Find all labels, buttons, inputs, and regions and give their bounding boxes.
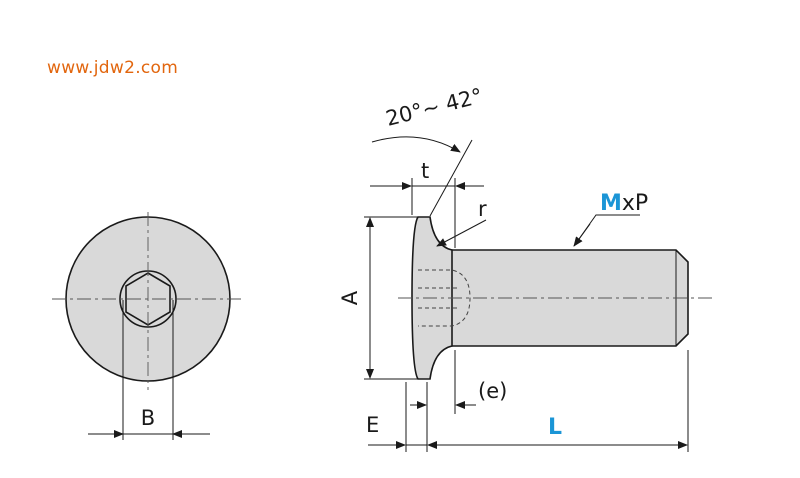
side-view: A t 20°~ 42° r MxP (e) E [338, 84, 716, 452]
label-thread-xp: xP [622, 191, 648, 216]
label-thread: MxP [600, 191, 648, 216]
socket-hidden-outline [418, 269, 471, 327]
label-big-e: E [366, 413, 379, 437]
label-thread-m: M [600, 191, 622, 216]
label-r: r [478, 197, 487, 221]
end-view: B [52, 212, 244, 440]
label-l: L [548, 415, 562, 440]
label-t: t [421, 159, 429, 183]
label-e: (e) [478, 379, 507, 403]
label-b: B [141, 406, 155, 430]
r-leader [436, 219, 487, 247]
watermark-url: www.jdw2.com [47, 58, 179, 78]
label-angle: 20°~ 42° [383, 84, 485, 131]
label-a: A [338, 290, 362, 305]
angle-arc [371, 136, 461, 153]
thread-leader [573, 214, 640, 247]
thread-leader-arrow [573, 223, 591, 247]
angle-leader [429, 139, 473, 217]
